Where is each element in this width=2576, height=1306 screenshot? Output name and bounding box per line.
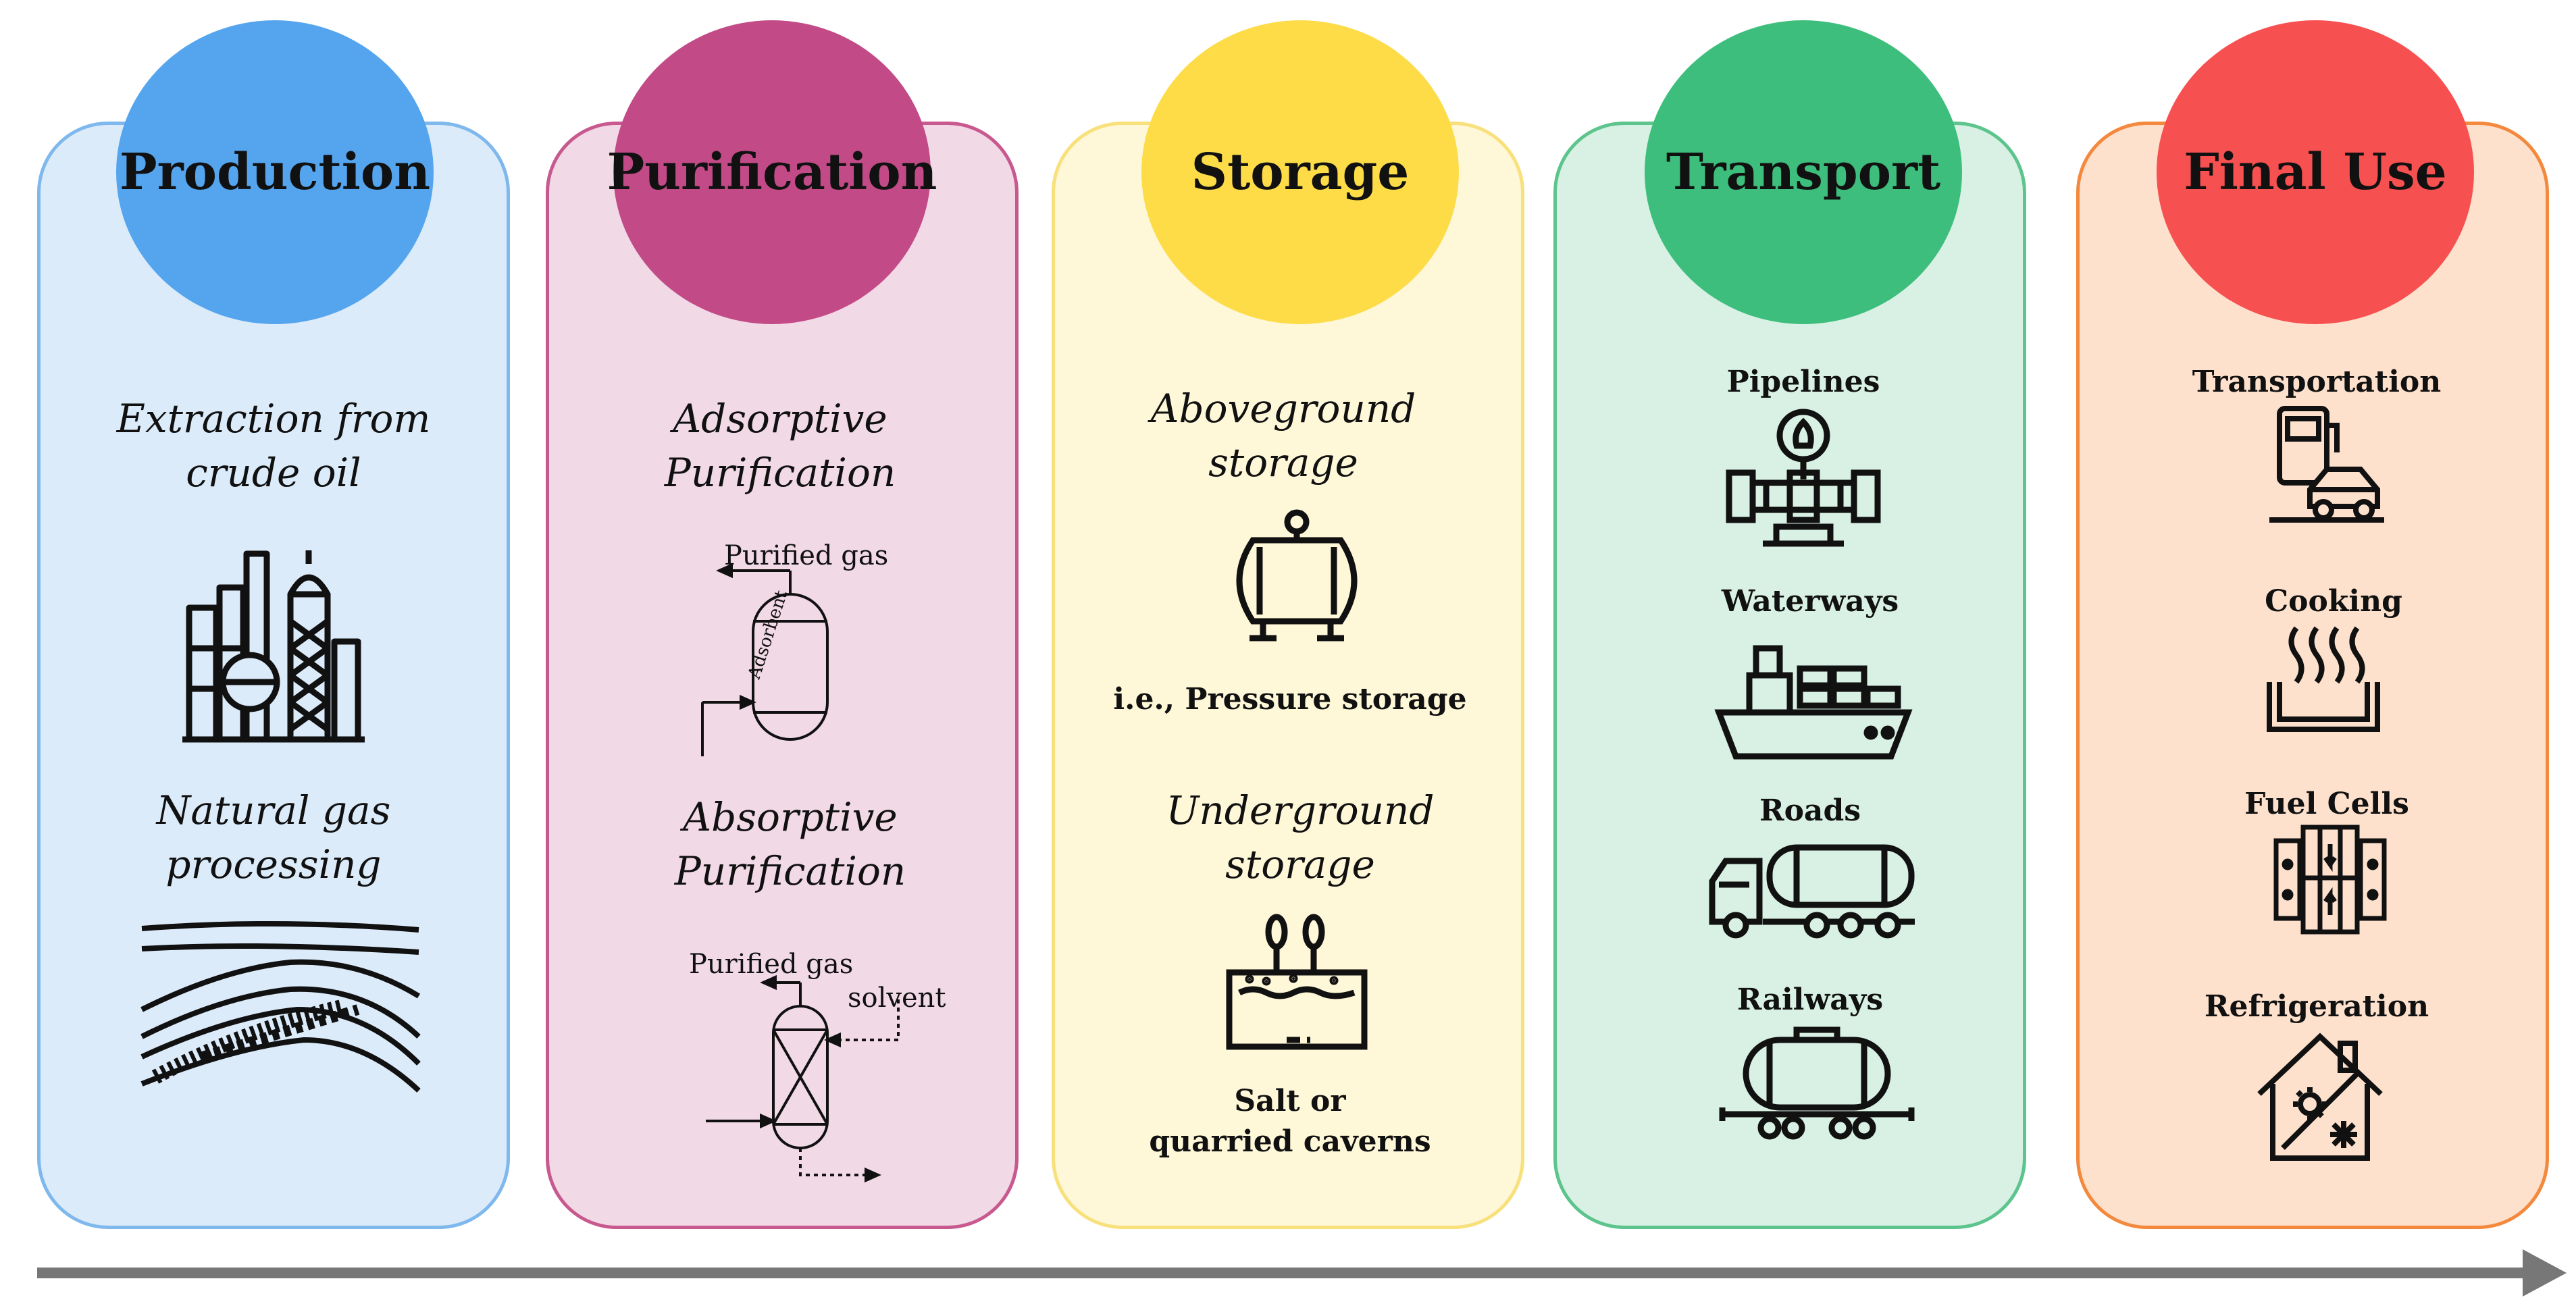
progression-arrow [37, 1249, 2567, 1297]
purification-absorptive-output: Purified gas [689, 949, 854, 980]
production-item-natural-gas: Natural gas processing [156, 787, 391, 887]
production-title: Production [119, 143, 431, 201]
production-circle: Production [116, 20, 434, 324]
transport-circle: Transport [1645, 20, 1962, 324]
final-use-item-fuel-cells: Fuel Cells [2244, 787, 2409, 821]
final-use-item-refrigeration: Refrigeration [2204, 989, 2429, 1024]
refinery-icon [182, 547, 365, 743]
purification-item-absorptive: Absorptive Purification [674, 794, 906, 894]
transport-item-roads: Roads [1759, 793, 1861, 828]
cooking-pot-icon [2266, 621, 2381, 736]
pressure-tank-icon [1226, 509, 1368, 645]
rail-tank-car-icon [1719, 1026, 1915, 1141]
final-use-circle: Final Use [2157, 20, 2474, 324]
transport-item-railways: Railways [1736, 983, 1884, 1017]
transport-item-waterways: Waterways [1721, 584, 1899, 619]
purification-item-adsorptive: Adsorptive Purification [664, 396, 896, 496]
cargo-ship-icon [1714, 638, 1913, 763]
storage-item-underground-note-1: Salt or [1234, 1084, 1346, 1118]
pipeline-icon [1726, 405, 1881, 547]
adsorption-column-icon [699, 540, 875, 756]
house-climate-icon [2256, 1030, 2384, 1161]
purification-title: Purification [607, 143, 937, 201]
storage-circle: Storage [1141, 20, 1459, 324]
production-item-extraction: Extraction from crude oil [116, 396, 431, 496]
fuel-cell-icon [2273, 824, 2388, 935]
storage-item-aboveground: Aboveground storage [1150, 386, 1416, 486]
gas-reservoir-icon [140, 920, 421, 1104]
fuel-station-car-icon [2266, 405, 2388, 527]
storage-title: Storage [1191, 143, 1410, 201]
transport-item-pipelines: Pipelines [1726, 365, 1880, 399]
solvent-label: solvent [848, 983, 946, 1014]
transport-title: Transport [1666, 143, 1941, 201]
purification-adsorptive-output: Purified gas [724, 540, 889, 571]
purification-circle: Purification [607, 20, 937, 324]
storage-item-underground-note-2: quarried caverns [1149, 1124, 1431, 1159]
final-use-item-cooking: Cooking [2265, 584, 2402, 619]
final-use-title: Final Use [2184, 143, 2447, 201]
underground-cavern-icon [1226, 908, 1368, 1050]
tanker-truck-icon [1709, 844, 1918, 939]
absorption-column-icon [702, 966, 900, 1183]
storage-item-underground: Underground storage [1166, 787, 1435, 887]
storage-item-aboveground-note: i.e., Pressure storage [1113, 682, 1467, 716]
final-use-item-transportation: Transportation [2192, 365, 2442, 399]
